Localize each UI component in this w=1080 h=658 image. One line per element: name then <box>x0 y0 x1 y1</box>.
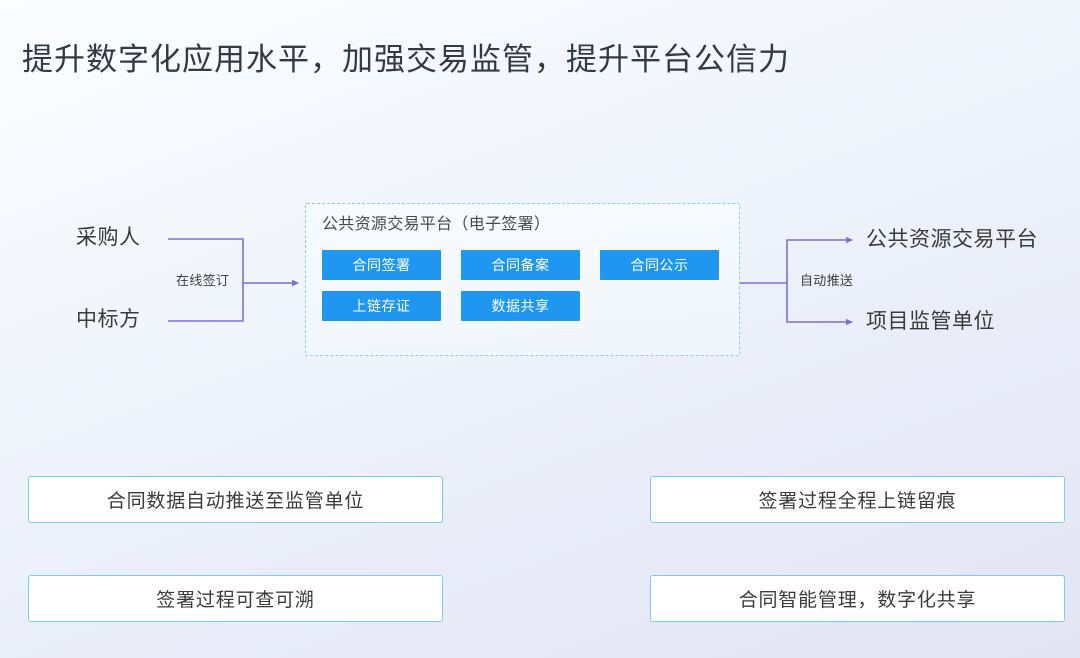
feature-card-auto-push-to-supervisor[interactable]: 合同数据自动推送至监管单位 <box>28 476 443 523</box>
feature-card-traceable-signing[interactable]: 签署过程可查可溯 <box>28 575 443 622</box>
edge-caption-auto-push: 自动推送 <box>800 273 854 288</box>
platform-capability-chips: 合同签署 合同备案 合同公示 上链存证 数据共享 <box>322 250 722 321</box>
chip-contract-signing[interactable]: 合同签署 <box>322 250 441 280</box>
diagram-node-supervision-unit: 项目监管单位 <box>866 310 995 333</box>
chip-contract-publicity[interactable]: 合同公示 <box>600 250 719 280</box>
chip-contract-filing[interactable]: 合同备案 <box>461 250 580 280</box>
chip-data-sharing[interactable]: 数据共享 <box>461 291 580 321</box>
platform-title: 公共资源交易平台（电子签署） <box>322 216 551 233</box>
page-title: 提升数字化应用水平，加强交易监管，提升平台公信力 <box>22 42 790 77</box>
feature-card-blockchain-trace[interactable]: 签署过程全程上链留痕 <box>650 476 1065 523</box>
diagram-node-buyer: 采购人 <box>76 226 141 249</box>
chip-blockchain-evidence[interactable]: 上链存证 <box>322 291 441 321</box>
platform-container: 公共资源交易平台（电子签署） 合同签署 合同备案 合同公示 上链存证 数据共享 <box>305 203 740 356</box>
diagram-node-winning-bidder: 中标方 <box>76 308 141 331</box>
diagram-node-public-resource-platform: 公共资源交易平台 <box>866 228 1038 251</box>
feature-card-smart-contract-management[interactable]: 合同智能管理，数字化共享 <box>650 575 1065 622</box>
edge-caption-online-signing: 在线签订 <box>176 273 230 288</box>
